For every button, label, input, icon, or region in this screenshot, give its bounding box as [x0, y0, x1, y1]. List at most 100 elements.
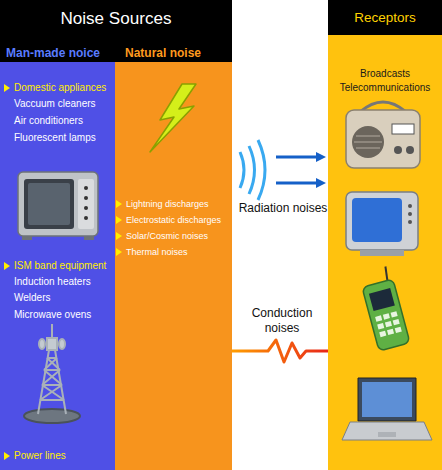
panel-title: Noise Sources — [0, 6, 232, 31]
bullet-triangle — [116, 232, 122, 240]
appliance-illustration-part — [84, 216, 88, 220]
source-panel: Noise SourcesMan-made noiceDomestic appl… — [0, 0, 232, 470]
item-label: Vaccuum cleaners — [14, 97, 96, 110]
laptop-illustration-part — [378, 432, 396, 437]
power-tower-illustration-part — [59, 339, 65, 349]
phone-illustration-part — [385, 321, 392, 327]
bullet-triangle — [4, 84, 10, 92]
tv-illustration-part — [360, 250, 404, 256]
power-tower-illustration-part — [47, 338, 57, 350]
panel-grounds-part — [328, 0, 442, 35]
phone-illustration-part — [369, 288, 395, 311]
appliance-illustration-part — [22, 236, 32, 240]
column-heading: Man-made noice — [6, 45, 100, 61]
tv-illustration — [346, 192, 418, 256]
appliance-illustration-part — [84, 236, 94, 240]
bullet-triangle — [4, 452, 10, 460]
tv-illustration-part — [352, 198, 402, 242]
phone-illustration-part — [377, 323, 384, 329]
conduction-line — [232, 340, 328, 362]
radiation-line — [276, 182, 318, 185]
column-heading: Natural noise — [125, 45, 201, 61]
phone-illustration-part — [383, 313, 390, 319]
laptop-illustration — [342, 378, 432, 440]
edge-label: Radiation noises — [238, 201, 328, 216]
bullet-triangle — [116, 248, 122, 256]
panel-grounds-part — [0, 0, 232, 62]
radio-illustration-part — [394, 146, 402, 154]
laptop-illustration-part — [358, 378, 416, 421]
tv-illustration-part — [346, 192, 418, 250]
appliance-illustration-part — [84, 206, 88, 210]
item-label: Solar/Cosmic noises — [126, 230, 208, 242]
radiation-arrow — [276, 157, 318, 183]
item-label: Microwave ovens — [14, 308, 91, 321]
radiation-line — [276, 156, 318, 159]
power-tower-illustration — [24, 324, 80, 423]
item-label: Induction heaters — [14, 275, 91, 288]
radio-illustration-part — [406, 146, 414, 154]
tv-illustration-part — [408, 212, 412, 216]
item-label: Fluorescent lamps — [14, 131, 96, 144]
appliance-illustration-part — [78, 179, 94, 229]
appliance-illustration-part — [18, 172, 98, 236]
item-label: Welders — [14, 291, 51, 304]
radio-illustration-part — [392, 124, 414, 134]
radiation-waves-part — [258, 140, 265, 200]
power-tower-illustration-part — [39, 339, 45, 349]
radiation-waves-part — [240, 152, 244, 188]
power-tower-illustration-part — [38, 350, 66, 414]
laptop-illustration-part — [342, 422, 432, 440]
appliance-illustration-part — [84, 196, 88, 200]
item-label: Lightning discharges — [126, 198, 209, 210]
lightning-bolt-part — [150, 84, 196, 152]
conduction-zigzag — [232, 340, 328, 362]
appliance-illustration — [18, 172, 98, 240]
radio-illustration-part — [346, 110, 420, 168]
receptor-column: ReceptorsBroadcasts Telecommunications — [328, 0, 442, 470]
radiation-waves-part — [249, 146, 255, 194]
edge-label: Conduction noises — [236, 306, 328, 336]
bullet-triangle — [4, 262, 10, 270]
natural-column: Natural noiseLightning dischargesElectro… — [115, 38, 232, 470]
phone-illustration — [358, 265, 410, 351]
power-tower-illustration-part — [40, 358, 64, 400]
radiation-waves — [240, 140, 265, 200]
category-label: Domestic appliances — [14, 81, 106, 94]
appliance-illustration-part — [84, 186, 88, 190]
power-tower-illustration-part — [51, 324, 53, 338]
radio-illustration-part — [352, 126, 384, 158]
receptor-note: Broadcasts Telecommunications — [332, 67, 438, 95]
tv-illustration-part — [408, 204, 412, 208]
appliance-illustration-part — [28, 183, 70, 225]
category-label: Power lines — [14, 449, 66, 462]
item-label: Electrostatic discharges — [126, 214, 221, 226]
phone-illustration-part — [379, 331, 386, 337]
panel-grounds-part — [328, 35, 442, 470]
bullet-triangle — [116, 200, 122, 208]
phone-illustration-part — [393, 319, 400, 325]
man-made-column: Man-made noiceDomestic appliancesVaccuum… — [0, 38, 115, 470]
phone-illustration-part — [395, 327, 402, 333]
power-tower-illustration-part — [40, 358, 64, 400]
panel-title: Receptors — [328, 8, 442, 28]
category-label: ISM band equipment — [14, 259, 106, 272]
panel-grounds-part — [115, 62, 232, 470]
radio-illustration — [346, 102, 420, 168]
laptop-illustration-part — [362, 382, 412, 417]
phone-illustration-part — [375, 315, 382, 321]
bullet-triangle — [116, 216, 122, 224]
radio-illustration-part — [354, 136, 382, 148]
phone-illustration-part — [387, 329, 394, 335]
item-label: Air conditioners — [14, 114, 83, 127]
power-tower-illustration-part — [24, 409, 80, 423]
item-label: Thermal noises — [126, 246, 188, 258]
phone-illustration-part — [362, 279, 410, 351]
lightning-bolt — [150, 84, 196, 152]
panel-grounds-part — [0, 62, 115, 470]
appliance-illustration-part — [24, 179, 74, 229]
phone-illustration-part — [391, 311, 398, 317]
tv-illustration-part — [408, 220, 412, 224]
